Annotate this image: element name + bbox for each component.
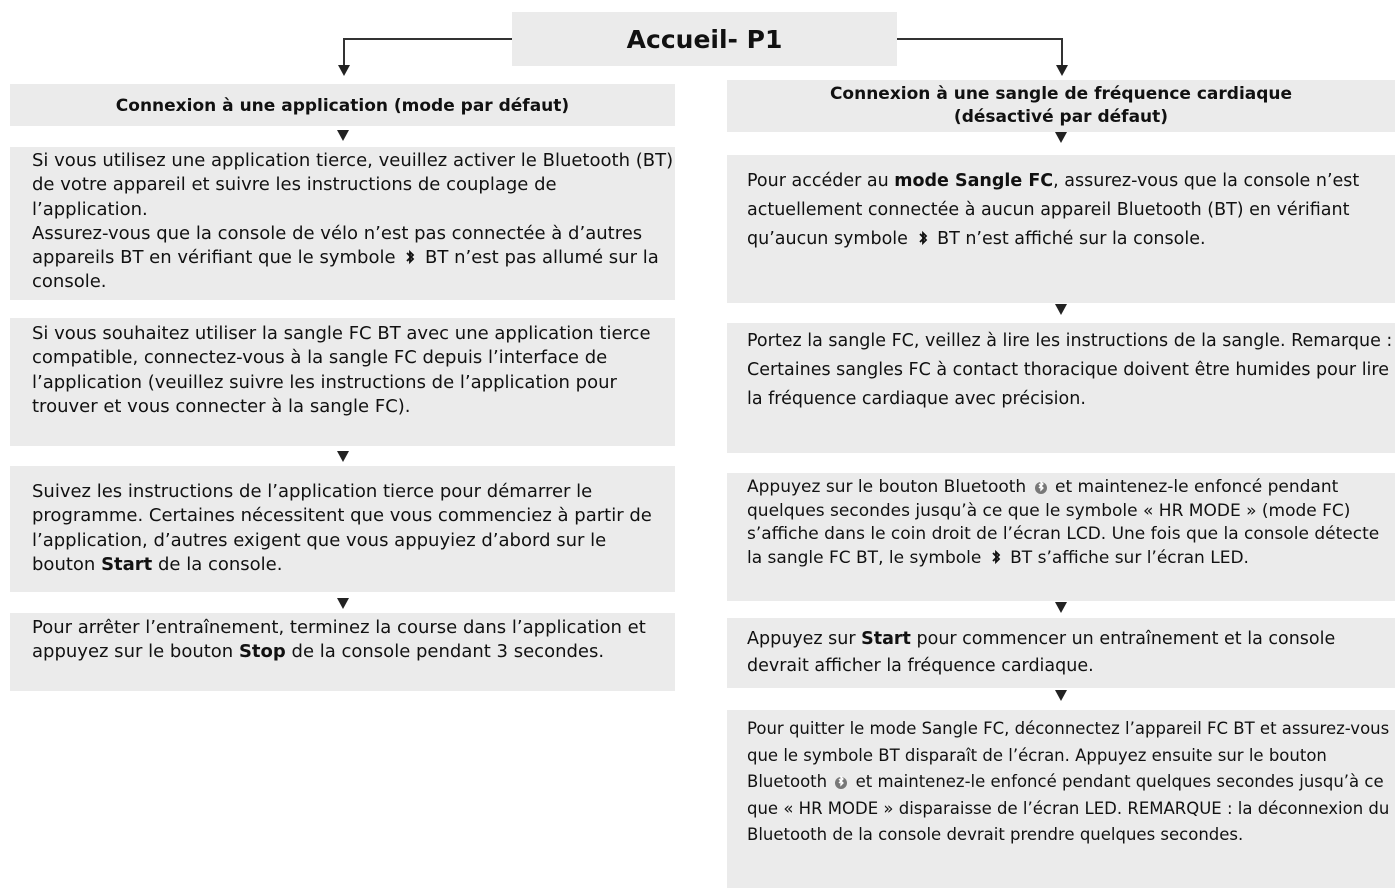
bluetooth-icon bbox=[992, 549, 1001, 564]
right-step-2: Portez la sangle FC, veillez à lire les … bbox=[727, 323, 1395, 453]
bluetooth-icon bbox=[918, 230, 927, 246]
right-step-1: Pour accéder au mode Sangle FC, assurez-… bbox=[727, 155, 1395, 303]
arrow-down-icon bbox=[337, 130, 349, 141]
left-step-2: Si vous souhaitez utiliser la sangle FC … bbox=[10, 318, 675, 446]
left-header: Connexion à une application (mode par dé… bbox=[10, 84, 675, 126]
connector-line-left-h bbox=[344, 38, 512, 40]
right-header: Connexion à une sangle de fréquence card… bbox=[727, 80, 1395, 132]
bluetooth-icon bbox=[406, 250, 415, 265]
left-step-1: Si vous utilisez une application tierce,… bbox=[10, 147, 675, 300]
arrow-down-icon bbox=[1055, 690, 1067, 701]
connector-line-right-h bbox=[897, 38, 1063, 40]
left-step-3: Suivez les instructions de l’application… bbox=[10, 466, 675, 592]
arrow-down-icon bbox=[338, 65, 350, 76]
page-title-box: Accueil- P1 bbox=[512, 12, 897, 66]
arrow-down-icon bbox=[1056, 65, 1068, 76]
arrow-down-icon bbox=[1055, 602, 1067, 613]
arrow-down-icon bbox=[1055, 304, 1067, 315]
right-step-3: Appuyez sur le bouton Bluetooth et maint… bbox=[727, 473, 1395, 601]
left-step-4: Pour arrêter l’entraînement, terminez la… bbox=[10, 613, 675, 691]
arrow-down-icon bbox=[337, 451, 349, 462]
bluetooth-button-icon bbox=[1034, 480, 1047, 494]
right-step-4: Appuyez sur Start pour commencer un entr… bbox=[727, 618, 1395, 688]
page-title: Accueil- P1 bbox=[626, 24, 783, 54]
connector-line-left-v bbox=[343, 38, 345, 66]
bluetooth-button-icon bbox=[835, 775, 848, 789]
connector-line-right-v bbox=[1061, 38, 1063, 66]
right-step-5: Pour quitter le mode Sangle FC, déconnec… bbox=[727, 710, 1395, 888]
arrow-down-icon bbox=[1055, 132, 1067, 143]
arrow-down-icon bbox=[337, 598, 349, 609]
